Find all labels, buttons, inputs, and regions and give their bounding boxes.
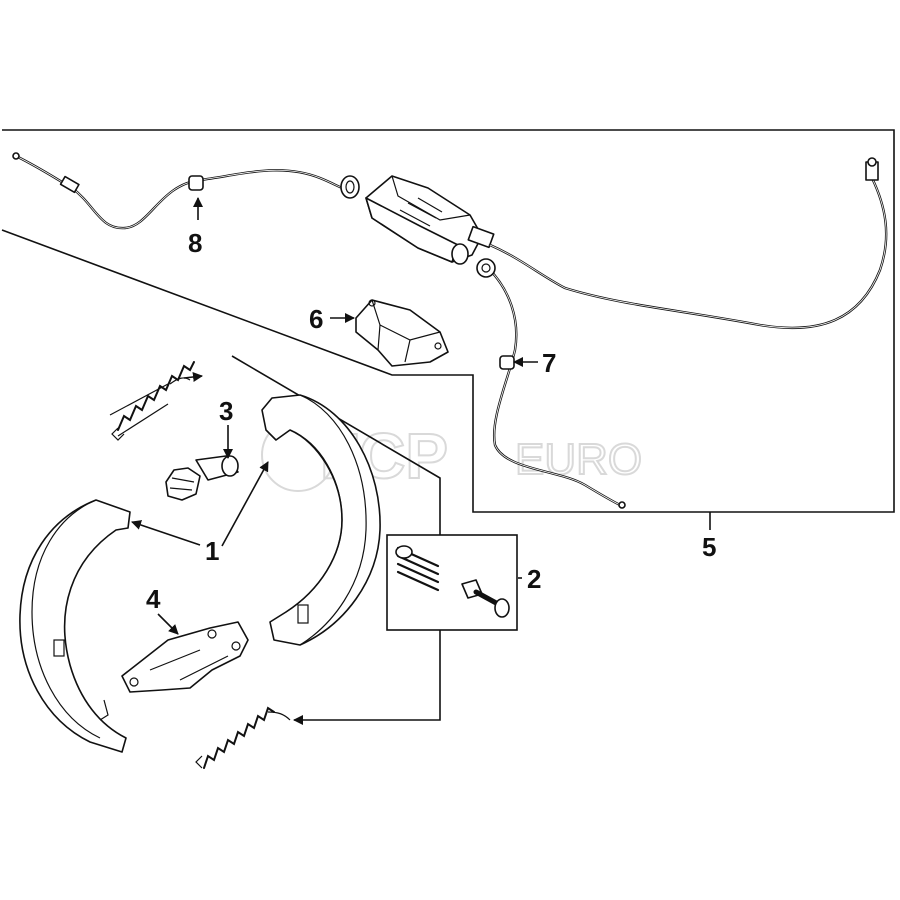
brake-shoe-left xyxy=(19,499,131,753)
leader-kit-spring xyxy=(293,630,441,725)
callout-6: 6 xyxy=(309,304,323,334)
callout-3: 3 xyxy=(219,396,233,426)
group-5-outline xyxy=(1,129,895,513)
hardware-kit xyxy=(395,545,510,618)
brake-shoe-right xyxy=(261,394,381,646)
mounting-bracket xyxy=(355,299,449,367)
lower-return-spring xyxy=(195,706,291,769)
leader-spring-upper xyxy=(183,372,203,382)
callout-7: 7 xyxy=(542,348,556,378)
cable-8 xyxy=(12,152,360,230)
watermark-suffix: EURO xyxy=(515,435,642,484)
hardware-kit-box xyxy=(386,534,518,631)
callout-1: 1 xyxy=(205,536,219,566)
leader-4 xyxy=(157,613,179,635)
upper-return-spring xyxy=(109,361,195,441)
leader-1a xyxy=(131,520,201,546)
parking-lever xyxy=(121,621,249,693)
callout-2: 2 xyxy=(527,564,541,594)
cable-5 xyxy=(488,157,888,330)
parking-brake-actuator xyxy=(365,175,495,265)
adjuster-assembly xyxy=(165,455,239,501)
callout-4: 4 xyxy=(146,584,161,614)
callout-8: 8 xyxy=(188,228,202,258)
cable-7 xyxy=(476,258,626,509)
callout-5: 5 xyxy=(702,532,716,562)
leader-1b xyxy=(221,461,269,547)
